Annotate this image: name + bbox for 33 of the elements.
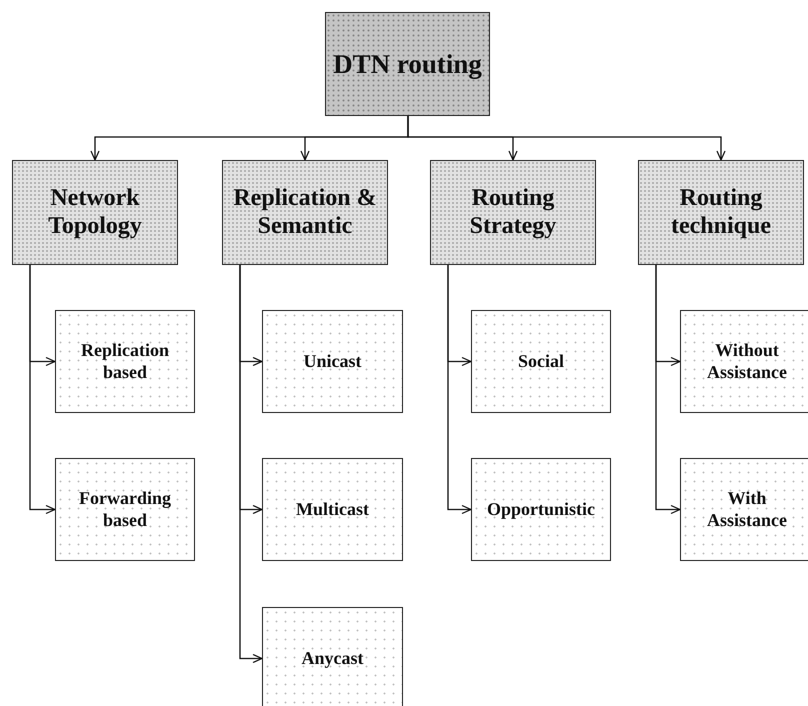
box-label: Forwarding based (78, 488, 172, 532)
box-label: Without Assistance (706, 340, 788, 384)
subcategory-box (680, 458, 808, 561)
category-box (12, 160, 178, 265)
subcategory-box (262, 458, 403, 561)
box-label: Routing technique (670, 184, 772, 240)
box-label: Social (516, 350, 565, 372)
box-label: Multicast (295, 498, 370, 520)
category-box (222, 160, 388, 265)
subcategory-box (55, 310, 195, 413)
box-label: With Assistance (706, 488, 788, 532)
box-label: Anycast (300, 648, 364, 670)
box-label: DTN routing (332, 48, 483, 80)
box-label: Network Topology (47, 184, 143, 240)
category-box (638, 160, 804, 265)
box-label: Unicast (302, 350, 362, 372)
box-label: Routing Strategy (468, 184, 558, 240)
subcategory-box (55, 458, 195, 561)
arrow (239, 265, 263, 664)
subcategory-box (262, 607, 403, 706)
arrow (29, 265, 56, 514)
box-label: Replication & Semantic (232, 184, 378, 240)
subcategory-box (471, 310, 611, 413)
root-box (325, 12, 490, 116)
subcategory-box (471, 458, 611, 561)
arrow (655, 265, 681, 514)
box-label: Opportunistic (486, 498, 596, 520)
arrow (447, 265, 472, 514)
box-label: Replication based (80, 340, 170, 384)
category-box (430, 160, 596, 265)
arrow (407, 116, 726, 161)
subcategory-box (262, 310, 403, 413)
subcategory-box (680, 310, 808, 413)
